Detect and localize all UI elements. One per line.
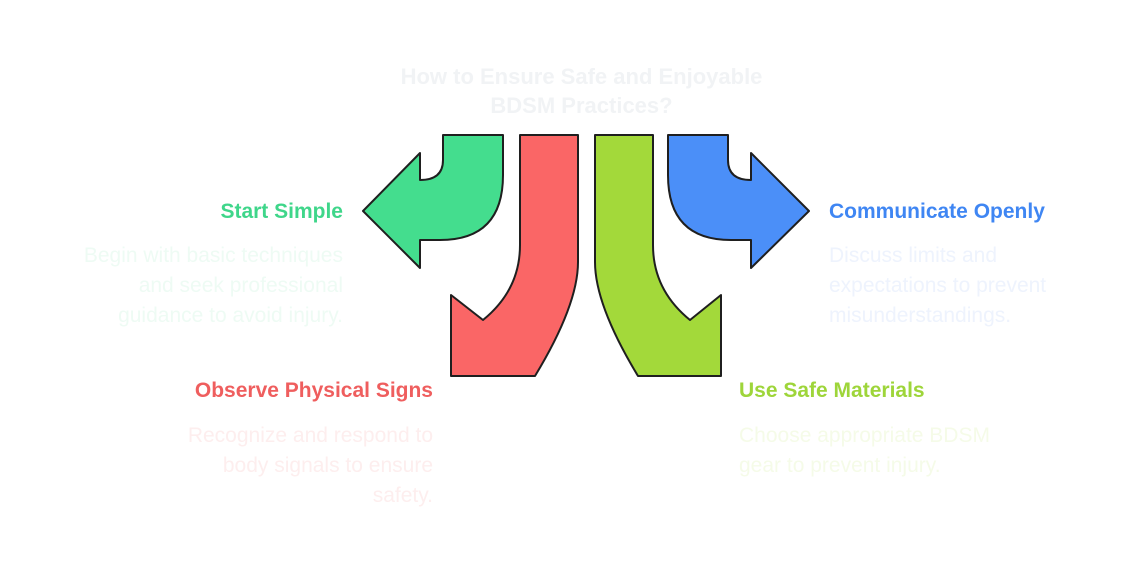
description-line: Choose appropriate BDSM [739, 424, 990, 447]
communicate-openly-heading: Communicate Openly [829, 200, 1045, 223]
description-line: Recognize and respond to [187, 424, 433, 447]
use-safe-materials-heading: Use Safe Materials [739, 379, 925, 402]
arrow-communicate-openly [667, 134, 810, 269]
use-safe-materials-description: Choose appropriate BDSM gear to prevent … [739, 421, 990, 481]
observe-physical-signs-description: Recognize and respond to body signals to… [188, 421, 433, 511]
title-line: How to Ensure Safe and Enjoyable [400, 64, 763, 89]
description-line: expectations to prevent [829, 274, 1047, 297]
description-line: safety. [372, 484, 433, 507]
description-line: body signals to ensure [222, 454, 433, 477]
description-line: and seek professional [138, 274, 343, 297]
title-line: BDSM Practices? [490, 93, 673, 118]
observe-physical-signs-heading: Observe Physical Signs [194, 379, 433, 402]
description-line: misunderstandings. [829, 304, 1012, 327]
diagram-title: How to Ensure Safe and Enjoyable BDSM Pr… [340, 62, 823, 120]
description-line: Begin with basic techniques [83, 244, 343, 267]
description-line: Discuss limits and [829, 244, 998, 267]
communicate-openly-description: Discuss limits and expectations to preve… [829, 241, 1046, 331]
description-line: guidance to avoid injury. [118, 304, 343, 327]
start-simple-description: Begin with basic techniques and seek pro… [84, 241, 343, 331]
arrow-use-safe-materials [594, 134, 722, 377]
description-line: gear to prevent injury. [739, 454, 941, 477]
start-simple-heading: Start Simple [220, 200, 343, 223]
arrow-start-simple [362, 134, 504, 269]
arrow-observe-physical-signs [450, 134, 579, 377]
